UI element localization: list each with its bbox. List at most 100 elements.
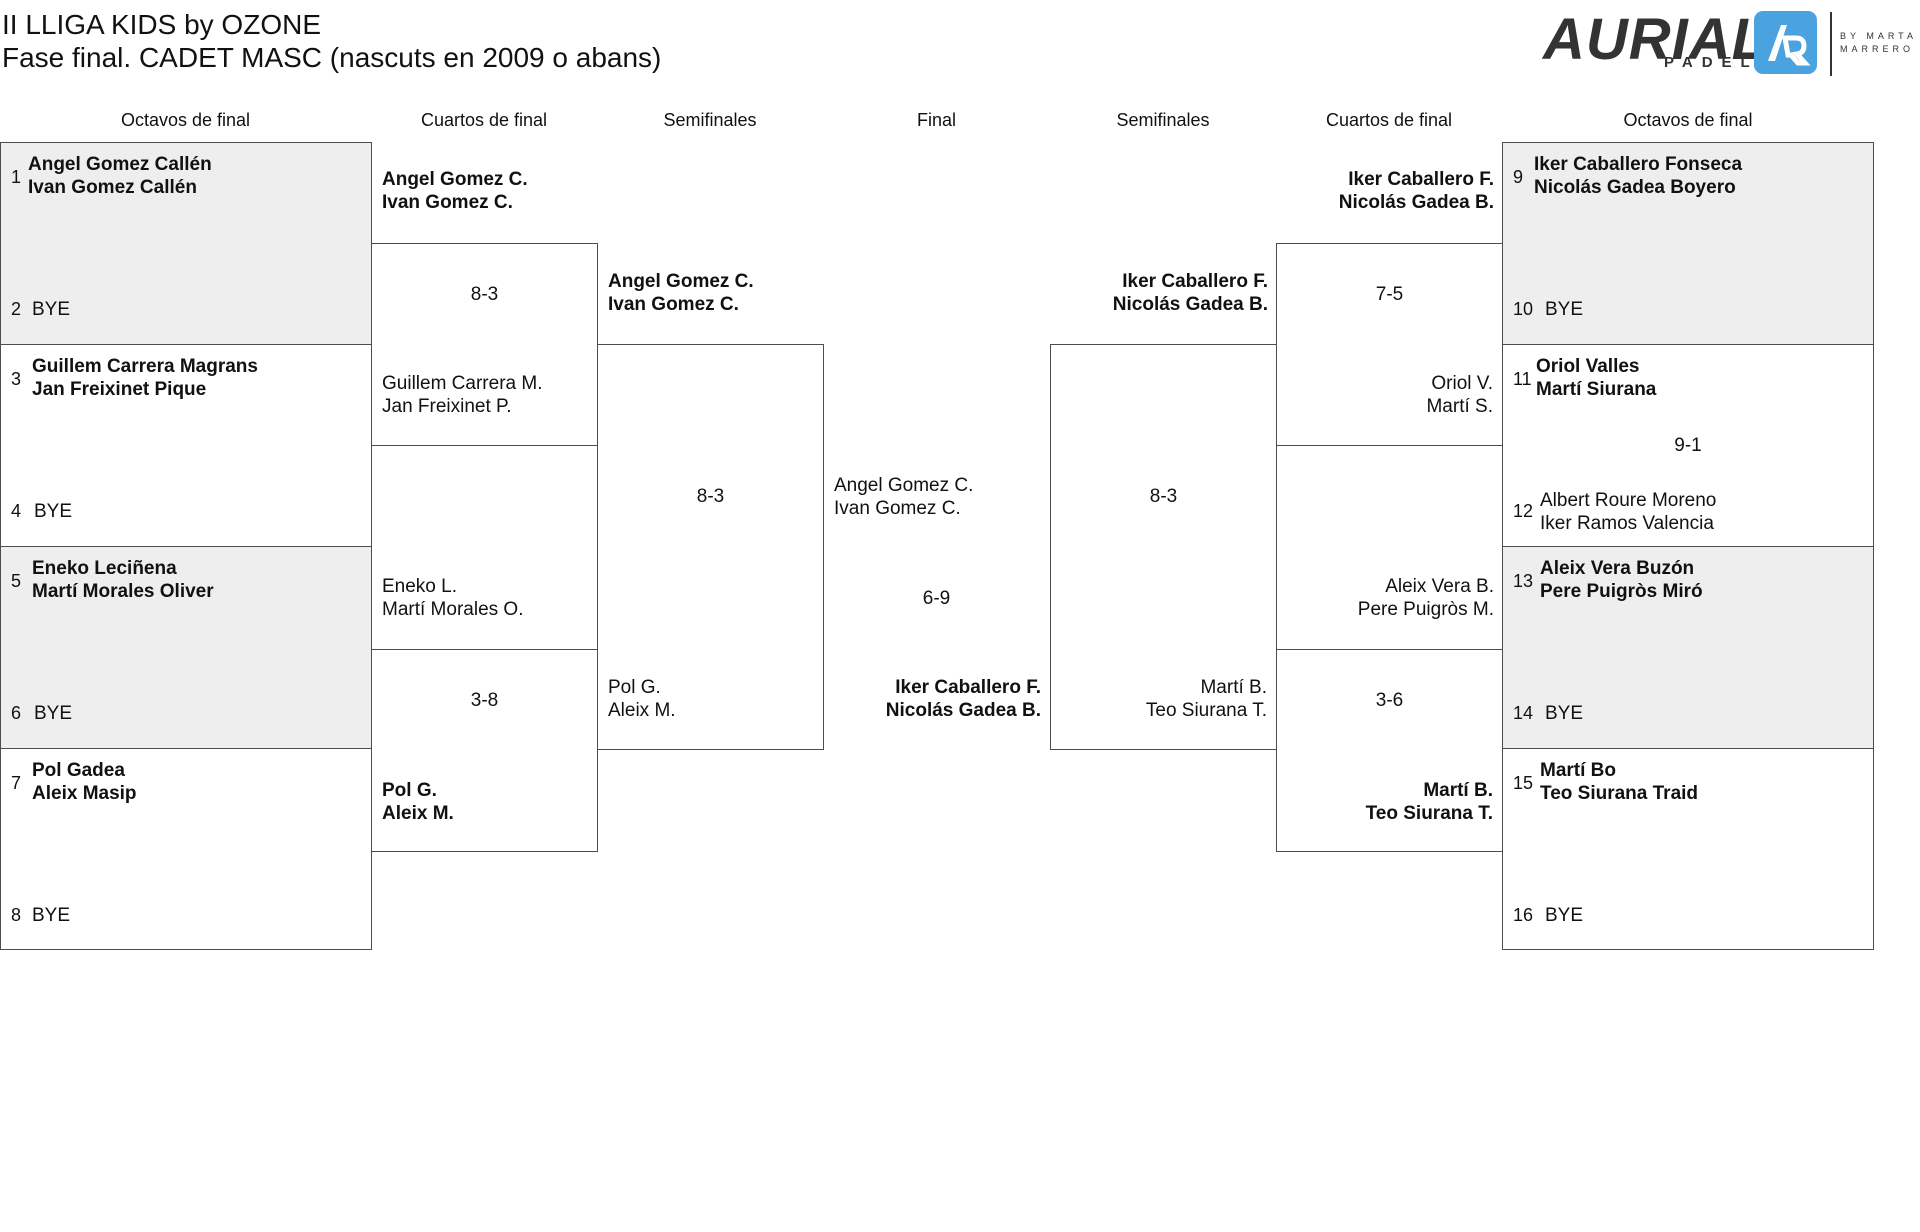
final-team-1-player-1: Angel Gomez C. bbox=[834, 475, 974, 496]
team-player-1: Oriol Valles bbox=[1536, 356, 1640, 377]
team-player-2: Jan Freixinet Pique bbox=[32, 379, 207, 400]
seed-number: 2 bbox=[11, 299, 22, 319]
r16-match-left-1: 1 Angel Gomez Callén Ivan Gomez Callén 2… bbox=[0, 142, 372, 345]
seed-number: 3 bbox=[11, 369, 22, 389]
team-player-1: Guillem Carrera M. bbox=[382, 373, 543, 394]
seed-number: 14 bbox=[1513, 703, 1534, 723]
qf-right-team-3-player-2: Pere Puigròs M. bbox=[1357, 599, 1494, 620]
r16-match-right-1: 9 Iker Caballero Fonseca Nicolás Gadea B… bbox=[1502, 142, 1874, 345]
bye-label: BYE bbox=[32, 905, 71, 926]
sf-left-team-1-player-1: Angel Gomez C. bbox=[608, 271, 754, 292]
team-player-2: Teo Siurana Traid bbox=[1540, 783, 1699, 804]
team-player-2: Aleix M. bbox=[608, 700, 676, 721]
team-player-1: Eneko Leciñena bbox=[32, 558, 177, 579]
match-score: 3-8 bbox=[470, 690, 499, 711]
r16-match-left-4: 7 Pol Gadea Aleix Masip 8 BYE bbox=[0, 748, 372, 950]
seed-number: 9 bbox=[1513, 167, 1524, 187]
match-score: 8-3 bbox=[1149, 486, 1178, 507]
team-player-2: Ivan Gomez Callén bbox=[28, 177, 197, 198]
team-player-2: Nicolás Gadea Boyero bbox=[1534, 177, 1736, 198]
logo-wordmark: AURIAL bbox=[1543, 7, 1769, 72]
seed-number: 15 bbox=[1513, 773, 1534, 793]
round-label-right-sf: Semifinales bbox=[1116, 110, 1210, 130]
team-player-1: Aleix Vera Buzón bbox=[1540, 558, 1695, 579]
team-player-1: Oriol V. bbox=[1431, 373, 1493, 394]
team-player-2: Pere Puigròs Miró bbox=[1540, 581, 1703, 602]
seed-number: 4 bbox=[11, 501, 22, 521]
seed-number: 10 bbox=[1513, 299, 1534, 319]
qf-left-team-3-player-1: Eneko L. bbox=[382, 576, 457, 597]
aurial-padel-logo-icon bbox=[1754, 11, 1817, 74]
final-score: 6-9 bbox=[922, 588, 951, 609]
team-player-1: Martí B. bbox=[1200, 677, 1267, 698]
r16-match-left-3: 5 Eneko Leciñena Martí Morales Oliver 6 … bbox=[0, 546, 372, 749]
sf-right-team-1-player-2: Nicolás Gadea B. bbox=[1112, 294, 1268, 315]
bye-label: BYE bbox=[34, 703, 73, 724]
team-player-1: Albert Roure Moreno bbox=[1540, 490, 1717, 511]
team-player-1: Pol G. bbox=[608, 677, 661, 698]
brand-logo: AURIAL PADEL BY MARTA MARRERO bbox=[1543, 8, 1920, 78]
logo-by-line1: BY MARTA bbox=[1840, 31, 1918, 41]
team-player-1: Pol G. bbox=[382, 780, 437, 801]
seed-number: 12 bbox=[1513, 501, 1534, 521]
qf-left-team-1-player-1: Angel Gomez C. bbox=[382, 169, 528, 190]
bye-label: BYE bbox=[1545, 905, 1584, 926]
round-label-final: Final bbox=[916, 110, 956, 130]
team-player-2: Aleix Masip bbox=[32, 783, 137, 804]
seed-number: 6 bbox=[11, 703, 22, 723]
seed-number: 11 bbox=[1513, 369, 1532, 389]
bye-label: BYE bbox=[34, 501, 73, 522]
r16-match-right-4: 15 Martí Bo Teo Siurana Traid 16 BYE bbox=[1502, 748, 1874, 950]
match-score: 7-5 bbox=[1375, 284, 1404, 305]
match-score: 9-1 bbox=[1674, 435, 1702, 456]
final-team-1-player-2: Ivan Gomez C. bbox=[834, 498, 961, 519]
sf-right-team-1-player-1: Iker Caballero F. bbox=[1122, 271, 1268, 292]
sf-match-right: 8-3 Martí B. Teo Siurana T. bbox=[1050, 344, 1277, 750]
bye-label: BYE bbox=[1545, 299, 1584, 320]
team-player-2: Martí Siurana bbox=[1536, 379, 1657, 400]
match-score: 3-6 bbox=[1375, 690, 1404, 711]
final-team-2-player-2: Nicolás Gadea B. bbox=[885, 700, 1041, 721]
seed-number: 5 bbox=[11, 571, 22, 591]
team-player-1: Pol Gadea bbox=[32, 760, 125, 781]
qf-match-left-1: 8-3 Guillem Carrera M. Jan Freixinet P. bbox=[371, 243, 598, 446]
round-label-left-r16: Octavos de final bbox=[120, 110, 251, 130]
sf-match-left: 8-3 Pol G. Aleix M. bbox=[597, 344, 824, 750]
round-label-left-qf: Cuartos de final bbox=[420, 110, 548, 130]
r16-match-left-2: 3 Guillem Carrera Magrans Jan Freixinet … bbox=[0, 344, 372, 547]
final-team-2-player-1: Iker Caballero F. bbox=[895, 677, 1041, 698]
qf-right-team-1-player-1: Iker Caballero F. bbox=[1348, 169, 1494, 190]
sf-left-team-1-player-2: Ivan Gomez C. bbox=[608, 294, 739, 315]
bye-label: BYE bbox=[1545, 703, 1584, 724]
team-player-2: Martí Morales Oliver bbox=[32, 581, 214, 602]
r16-match-right-3: 13 Aleix Vera Buzón Pere Puigròs Miró 14… bbox=[1502, 546, 1874, 749]
team-player-2: Teo Siurana T. bbox=[1145, 700, 1267, 721]
logo-divider bbox=[1830, 12, 1832, 76]
page-title: II LLIGA KIDS by OZONE bbox=[2, 9, 321, 40]
team-player-2: Jan Freixinet P. bbox=[382, 396, 512, 417]
logo-by-line2: MARRERO bbox=[1840, 44, 1915, 54]
qf-left-team-3-player-2: Martí Morales O. bbox=[382, 599, 524, 620]
match-score: 8-3 bbox=[696, 486, 725, 507]
seed-number: 7 bbox=[11, 773, 22, 793]
seed-number: 16 bbox=[1513, 905, 1534, 925]
team-player-2: Teo Siurana T. bbox=[1365, 803, 1493, 824]
seed-number: 13 bbox=[1513, 571, 1534, 591]
team-player-1: Martí B. bbox=[1423, 780, 1493, 801]
seed-number: 8 bbox=[11, 905, 22, 925]
team-player-2: Aleix M. bbox=[382, 803, 454, 824]
qf-left-team-1-player-2: Ivan Gomez C. bbox=[382, 192, 513, 213]
logo-by-line: BY MARTA MARRERO bbox=[1840, 30, 1917, 56]
match-score: 8-3 bbox=[470, 284, 499, 305]
page-subtitle: Fase final. CADET MASC (nascuts en 2009 … bbox=[2, 42, 662, 73]
qf-match-right-1: 7-5 Oriol V. Martí S. bbox=[1276, 243, 1503, 446]
bye-label: BYE bbox=[32, 299, 71, 320]
qf-right-team-3-player-1: Aleix Vera B. bbox=[1385, 576, 1494, 597]
team-player-1: Angel Gomez Callén bbox=[28, 154, 212, 175]
r16-match-right-2: 11 Oriol Valles Martí Siurana 9-1 12 Alb… bbox=[1502, 344, 1874, 547]
team-player-1: Iker Caballero Fonseca bbox=[1534, 154, 1743, 175]
team-player-2: Martí S. bbox=[1426, 396, 1493, 417]
round-label-right-r16: Octavos de final bbox=[1623, 110, 1753, 130]
round-label-right-qf: Cuartos de final bbox=[1325, 110, 1453, 130]
logo-subtext: PADEL bbox=[1664, 54, 1759, 71]
